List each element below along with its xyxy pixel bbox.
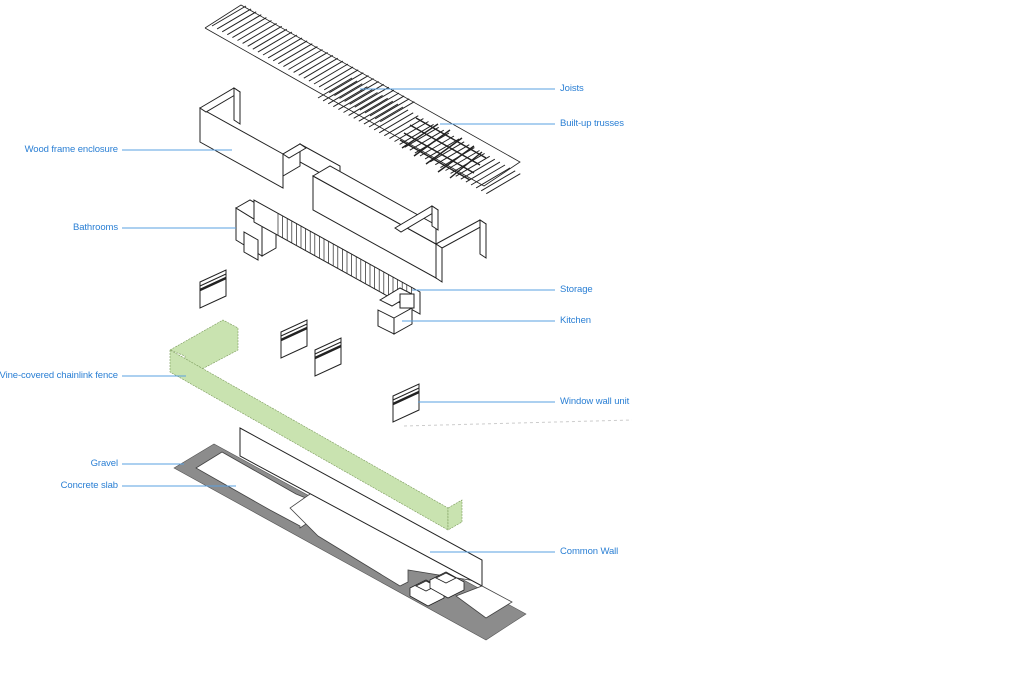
label-gravel: Gravel xyxy=(90,458,118,469)
window-units xyxy=(199,269,420,423)
bathrooms-storage-unit xyxy=(235,199,421,335)
label-bathrooms: Bathrooms xyxy=(72,222,118,233)
joist xyxy=(267,37,303,59)
joist xyxy=(329,72,364,94)
joist xyxy=(227,14,262,36)
label-built-up-trusses: Built-up trusses xyxy=(560,118,624,129)
joist xyxy=(232,17,267,39)
leader-lines xyxy=(122,88,555,553)
joist xyxy=(380,101,415,123)
label-kitchen: Kitchen xyxy=(560,315,591,326)
joist xyxy=(369,95,405,117)
label-wood-frame-enclosure: Wood frame enclosure xyxy=(24,144,119,155)
joist xyxy=(216,8,252,30)
joist xyxy=(343,92,378,113)
label-common-wall: Common Wall xyxy=(560,546,619,557)
joist xyxy=(313,63,349,85)
joist xyxy=(349,83,384,105)
label-joists: Joists xyxy=(560,83,584,94)
joist xyxy=(303,57,339,79)
joist xyxy=(339,78,374,99)
window-shadow-line xyxy=(403,419,633,427)
joist xyxy=(334,75,369,97)
joist xyxy=(242,22,277,44)
joist xyxy=(364,92,400,114)
joist xyxy=(475,167,511,189)
joists-layer xyxy=(204,4,521,195)
joist xyxy=(322,80,358,102)
joist xyxy=(359,89,395,111)
joist xyxy=(480,170,516,192)
label-concrete-slab: Concrete slab xyxy=(60,480,118,491)
joist xyxy=(327,83,363,105)
wood-frame-enclosure xyxy=(199,87,487,283)
joist xyxy=(257,31,293,53)
label-storage: Storage xyxy=(560,284,593,295)
joist xyxy=(221,11,257,33)
joist xyxy=(283,46,318,68)
built-up-trusses xyxy=(399,117,487,181)
joist xyxy=(247,25,282,47)
joist xyxy=(293,51,328,73)
joist xyxy=(308,60,344,82)
joist xyxy=(278,43,313,65)
joist xyxy=(317,77,353,99)
vine-covered-fence xyxy=(169,319,463,531)
joist xyxy=(237,20,272,41)
joist xyxy=(354,86,390,108)
joist xyxy=(298,54,333,76)
joist xyxy=(262,34,298,56)
joist xyxy=(348,94,383,116)
joist xyxy=(272,40,308,62)
joist xyxy=(333,86,368,108)
joist xyxy=(252,28,288,50)
joist xyxy=(486,173,521,195)
label-vine-fence: Vine-covered chainlink fence xyxy=(0,370,118,381)
joist xyxy=(211,5,247,27)
label-window-wall-unit: Window wall unit xyxy=(560,396,630,407)
joist xyxy=(344,80,379,102)
parked-cars xyxy=(409,571,465,607)
joist xyxy=(323,69,359,91)
joist xyxy=(288,49,323,70)
joist xyxy=(318,66,354,88)
joist xyxy=(374,98,410,120)
joist xyxy=(338,89,373,111)
